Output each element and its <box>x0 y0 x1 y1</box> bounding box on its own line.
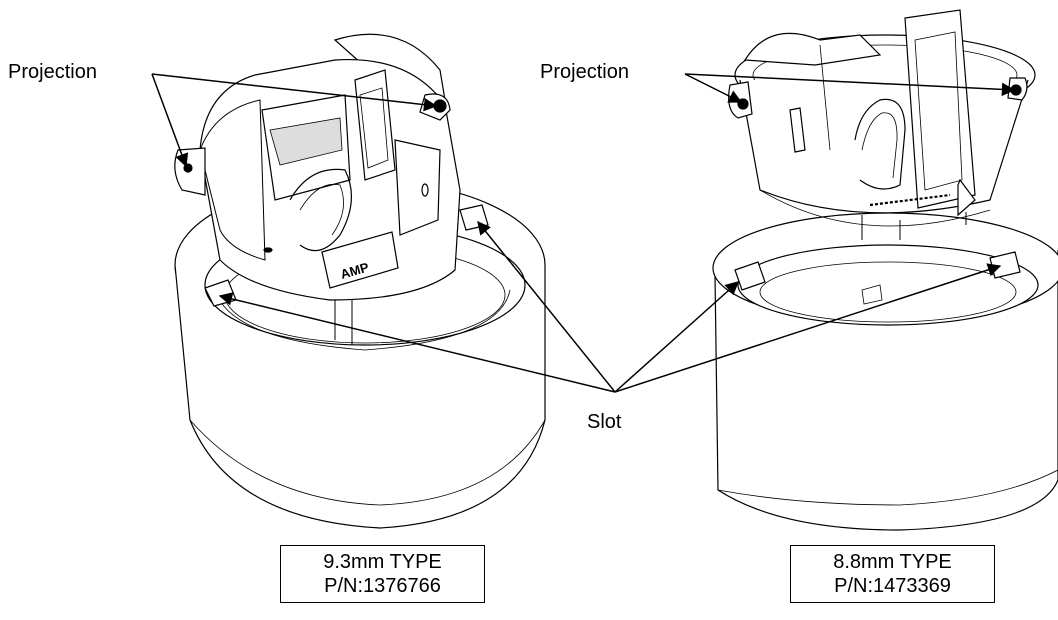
leader-slot-2 <box>477 220 616 393</box>
projection-label-right: Projection <box>540 61 629 83</box>
part-type-9-3mm: 9.3mm TYPE <box>323 551 442 573</box>
left-plug <box>174 33 461 345</box>
part-box-9-3mm: 9.3mm TYPE P/N:1376766 <box>280 545 485 603</box>
leader-projection-right-2 <box>684 73 1016 97</box>
part-number-9-3mm: P/N:1376766 <box>324 575 441 597</box>
leader-slot-3 <box>614 281 740 393</box>
leader-lines <box>151 73 1016 393</box>
part-number-8-8mm: P/N:1473369 <box>834 575 951 597</box>
slot-label: Slot <box>587 411 622 433</box>
part-box-8-8mm: 8.8mm TYPE P/N:1473369 <box>790 545 995 603</box>
leader-projection-right-1 <box>684 73 743 103</box>
leader-projection-left-1 <box>151 73 189 168</box>
part-type-8-8mm: 8.8mm TYPE <box>833 551 952 573</box>
leader-slot-1 <box>218 292 616 393</box>
leader-slot-4 <box>614 263 1002 393</box>
leader-projection-left-2 <box>151 73 438 112</box>
right-receptacle <box>712 212 1058 531</box>
right-plug <box>728 9 1036 240</box>
projection-label-left: Projection <box>8 61 97 83</box>
